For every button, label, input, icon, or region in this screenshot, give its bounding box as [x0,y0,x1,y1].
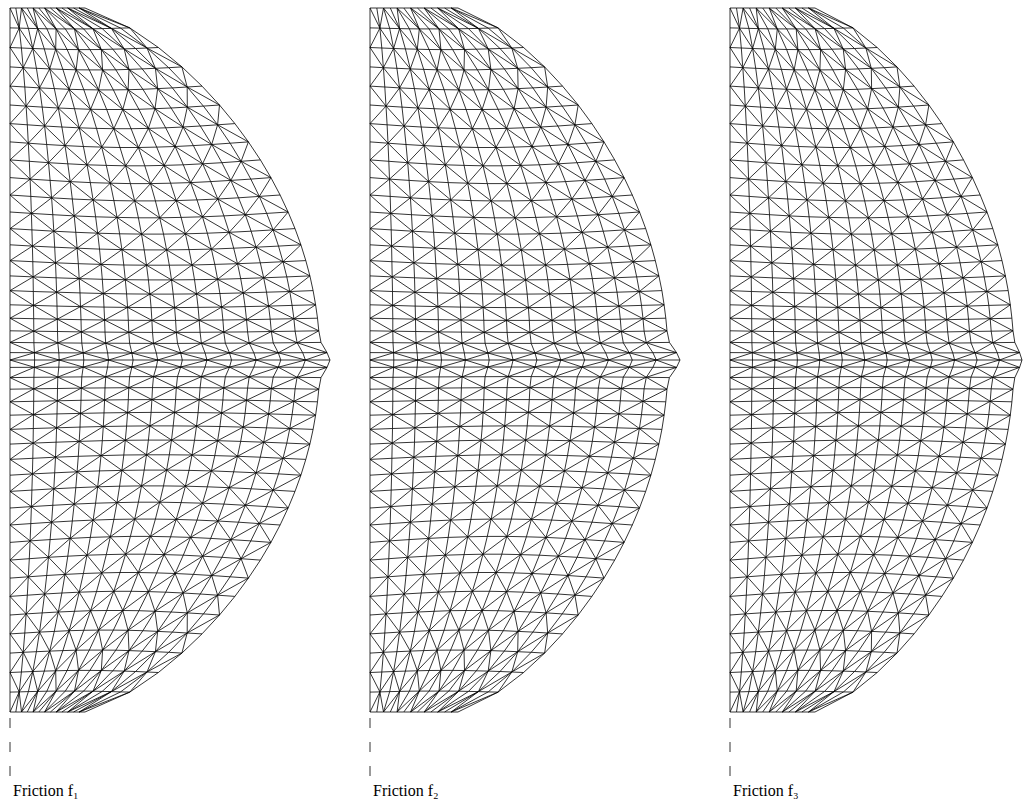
symmetry-axis [730,718,731,776]
symmetry-axis [10,718,11,776]
fem-mesh [370,8,680,712]
fem-mesh [730,8,1022,712]
case-label: Friction f₁ [13,782,79,800]
case-label: Friction f₃ [733,782,799,800]
case-label: Friction f₂ [373,782,439,800]
fem-mesh [10,8,330,712]
symmetry-axis [370,718,371,776]
